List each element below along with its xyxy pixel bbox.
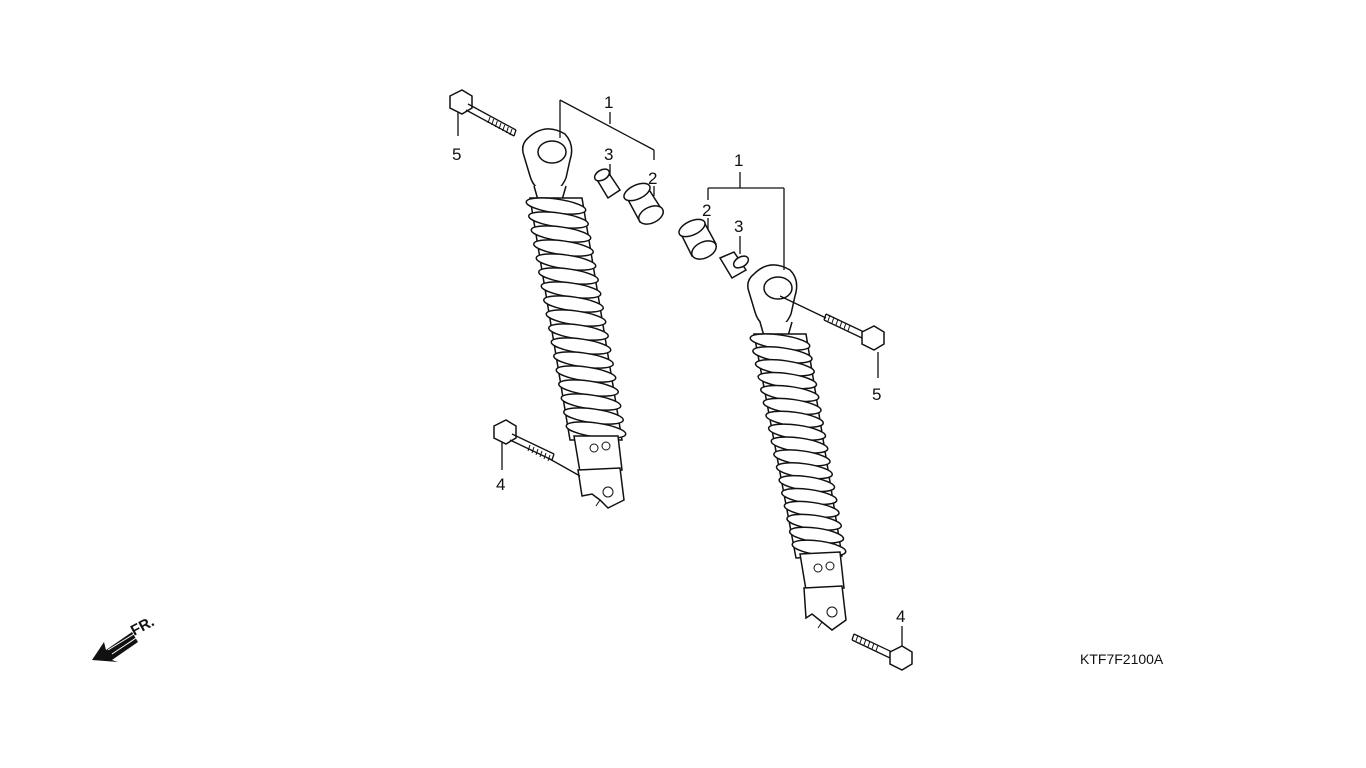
left-lower-bolt xyxy=(493,419,555,462)
right-upper-bolt xyxy=(823,313,885,351)
bolt-thread xyxy=(539,450,543,458)
bolt-thread xyxy=(863,638,867,646)
bolt-thread xyxy=(505,126,509,134)
right-callout-1: 1 xyxy=(734,151,743,170)
bolt-thread xyxy=(855,634,859,642)
bolt-thread xyxy=(843,322,847,330)
right-rubber-bush xyxy=(678,218,718,260)
right-shock-absorber xyxy=(747,264,847,631)
left-callout-3: 3 xyxy=(604,145,613,164)
left-callout-2: 2 xyxy=(648,169,657,188)
bolt-thread xyxy=(831,316,835,324)
bolt-thread xyxy=(527,444,531,452)
bolt-thread xyxy=(827,314,831,322)
right-lower-bolt xyxy=(851,633,913,671)
front-indicator: FR. xyxy=(92,613,157,662)
bolt-thread xyxy=(498,122,502,130)
arrow-down-left-icon xyxy=(92,632,138,662)
bolt-thread xyxy=(543,452,547,460)
bolt-thread xyxy=(867,640,871,648)
bolt-thread xyxy=(502,124,506,132)
bolt-thread xyxy=(509,128,513,136)
left-callout-1: 1 xyxy=(604,93,613,112)
left-callout-5: 5 xyxy=(452,145,461,164)
left-callout-4: 4 xyxy=(496,475,505,494)
bolt-thread xyxy=(875,644,879,652)
right-callout-2: 2 xyxy=(702,201,711,220)
bolt-thread xyxy=(531,446,535,454)
right-callout-lines xyxy=(707,172,903,646)
left-collar xyxy=(593,168,622,200)
bolt-thread xyxy=(839,320,843,328)
right-collar xyxy=(718,251,750,280)
diagram-code: KTF7F2100A xyxy=(1080,651,1164,667)
bolt-thread xyxy=(494,120,498,128)
bolt-thread xyxy=(871,642,875,650)
right-callout-5: 5 xyxy=(872,385,881,404)
left-shock-absorber xyxy=(521,128,627,509)
bolt-thread xyxy=(487,116,491,124)
left-callout-lines xyxy=(457,99,655,477)
left-rubber-bush xyxy=(623,182,665,225)
right-callout-3: 3 xyxy=(734,217,743,236)
bolt-thread xyxy=(535,448,539,456)
bolt-thread xyxy=(491,118,495,126)
bolt-thread xyxy=(847,324,851,332)
left-upper-bolt xyxy=(449,89,517,137)
bolt-thread xyxy=(859,636,863,644)
right-callout-4: 4 xyxy=(896,607,905,626)
bolt-thread xyxy=(835,318,839,326)
